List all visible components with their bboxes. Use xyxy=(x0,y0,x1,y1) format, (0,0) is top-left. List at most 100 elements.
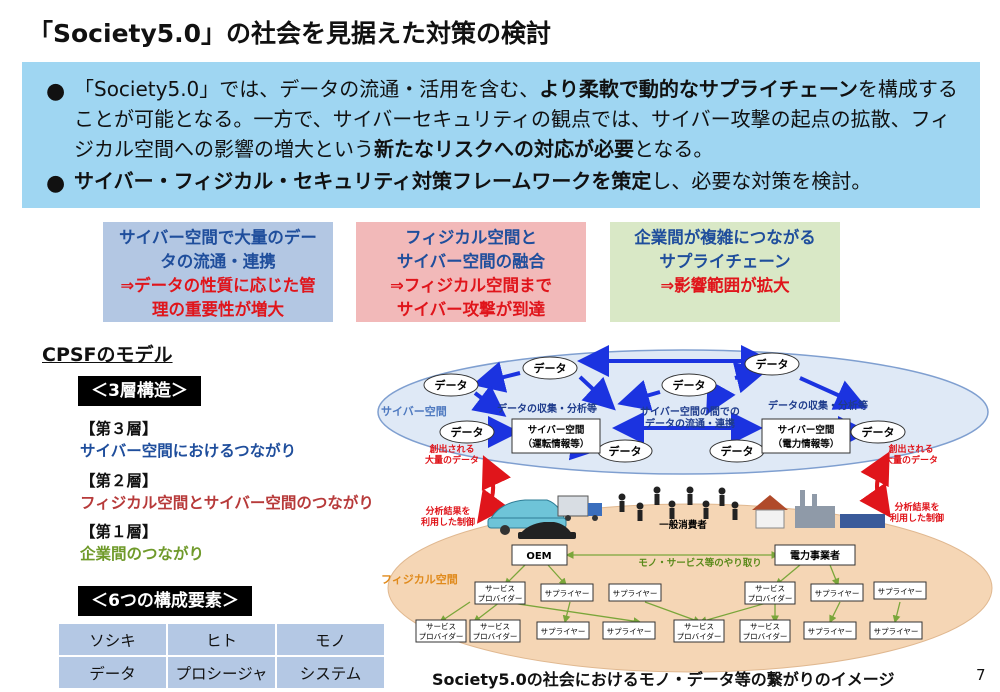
svg-text:データ: データ xyxy=(673,378,706,392)
issue-impact: ⇒データの性質に応じた管 xyxy=(120,276,316,295)
layer-2: 【第２層】 フィジカル空間とサイバー空間のつながり xyxy=(80,470,374,514)
issue-impact: ⇒影響範囲が拡大 xyxy=(660,276,790,295)
supplier-node: サプライヤー xyxy=(602,621,656,640)
element-cell: ソシキ xyxy=(57,622,168,657)
data-flow-arrow xyxy=(471,384,507,417)
data-node: データ xyxy=(522,356,578,380)
data-node: データ xyxy=(661,373,717,397)
created-data-label-left: 創出される xyxy=(428,443,474,455)
supplier-node: サプライヤー xyxy=(810,583,864,602)
svg-text:OEM: OEM xyxy=(526,551,551,562)
data-flow-arrow xyxy=(472,361,521,393)
svg-text:データ: データ xyxy=(862,425,895,439)
feedback-arrow-left xyxy=(476,455,511,524)
goods-exchange-label: モノ・サービス等のやり取り xyxy=(638,557,762,569)
data-nodes: データ データ データ データ データ データ データ データ xyxy=(423,352,906,463)
cyber-space-box-left: サイバー空間 （運転情報等） xyxy=(511,418,601,454)
bullet-icon: ● xyxy=(46,79,66,104)
created-data-label-right: 創出される xyxy=(887,443,933,455)
data-node: データ xyxy=(709,439,765,463)
three-layer-label: ＜3層構造＞ xyxy=(78,376,201,406)
supplier-node: サプライヤー xyxy=(608,583,662,602)
svg-text:データ: データ xyxy=(721,444,754,458)
goods-link xyxy=(472,601,501,623)
data-node: データ xyxy=(850,420,906,444)
elements-table: ソシキ ヒト モノ データ プロシージャ システム xyxy=(57,622,386,690)
supplier-node: サプライヤー xyxy=(540,583,594,602)
six-elements-label: ＜6つの構成要素＞ xyxy=(78,586,252,616)
consumer-icons xyxy=(618,486,739,521)
summary-panel: ● 「Society5.0」では、データの流通・活用を含む、より柔軟で動的なサプ… xyxy=(22,62,980,208)
svg-text:データ: データ xyxy=(534,361,567,375)
summary-emphasis: より柔軟で動的なサプライチェーン xyxy=(539,77,858,101)
element-cell: プロシージャ xyxy=(166,655,277,690)
svg-text:サイバー空間: サイバー空間 xyxy=(778,424,835,436)
control-label-right: 分析結果を xyxy=(894,501,939,513)
data-node: データ xyxy=(744,352,800,376)
summary-emphasis: 新たなリスクへの対応が必要 xyxy=(374,137,634,161)
svg-text:サプライヤー: サプライヤー xyxy=(613,589,658,598)
goods-link xyxy=(438,601,471,623)
goods-link xyxy=(829,601,841,624)
svg-text:プロバイダー: プロバイダー xyxy=(743,631,788,641)
flow-label-2: データの流通・連携 xyxy=(645,417,735,430)
goods-link xyxy=(504,601,642,625)
goods-link xyxy=(829,564,840,587)
oem-box: OEM xyxy=(511,544,568,566)
layer-desc: サイバー空間におけるつながり xyxy=(80,442,297,460)
control-label-right-2: 利用した制御 xyxy=(889,512,944,524)
issue-line: 企業間が複雑につながる xyxy=(634,228,816,247)
svg-text:サービス: サービス xyxy=(480,622,510,631)
summary-text: 「Society5.0」では、データの流通・活用を含む、 xyxy=(74,77,540,101)
svg-text:サービス: サービス xyxy=(684,622,714,631)
issue-line: タの流通・連携 xyxy=(160,252,276,271)
layer-name: 【第３層】 xyxy=(80,420,158,438)
goods-link xyxy=(644,601,702,624)
supplier-node: サプライヤー xyxy=(873,581,927,600)
goods-link xyxy=(562,601,571,624)
svg-text:サプライヤー: サプライヤー xyxy=(541,627,586,636)
svg-text:データ: データ xyxy=(609,444,642,458)
layer-desc: 企業間のつながり xyxy=(80,545,205,563)
cyber-space-box-right: サイバー空間 （電力情報等） xyxy=(761,418,851,454)
svg-text:サプライヤー: サプライヤー xyxy=(607,627,652,636)
svg-text:プロバイダー: プロバイダー xyxy=(419,631,464,641)
sedan-icon xyxy=(518,522,576,539)
element-cell: システム xyxy=(275,655,386,690)
layer-3: 【第３層】 サイバー空間におけるつながり xyxy=(80,418,296,462)
cpsf-model-title: CPSFのモデル xyxy=(42,344,173,366)
data-flow-arrow xyxy=(799,376,868,410)
supplier-node: サプライヤー xyxy=(536,621,590,640)
issue-box-data-flow: サイバー空間で大量のデー タの流通・連携 ⇒データの性質に応じた管 理の重要性が… xyxy=(103,222,333,322)
element-cell: モノ xyxy=(275,622,386,657)
feedback-arrow-right xyxy=(859,451,891,518)
svg-text:サービス: サービス xyxy=(750,622,780,631)
layer-name: 【第１層】 xyxy=(80,523,158,541)
svg-text:サービス: サービス xyxy=(485,584,515,593)
svg-text:プロバイダー: プロバイダー xyxy=(748,593,793,603)
data-node: データ xyxy=(423,373,479,397)
goods-link xyxy=(547,564,567,586)
summary-bullet-1: 「Society5.0」では、データの流通・活用を含む、より柔軟で動的なサプライ… xyxy=(74,74,964,164)
svg-text:サービス: サービス xyxy=(426,622,456,631)
issue-line: フィジカル空間と xyxy=(405,228,537,247)
page-title: 「Society5.0」の社会を見据えた対策の検討 xyxy=(28,19,552,48)
factory-icon xyxy=(795,490,885,528)
svg-text:（運転情報等）: （運転情報等） xyxy=(523,438,590,450)
svg-text:プロバイダー: プロバイダー xyxy=(478,593,523,603)
data-node: データ xyxy=(597,439,653,463)
issue-impact: サイバー攻撃が到達 xyxy=(396,300,546,319)
page-number: 7 xyxy=(976,666,986,684)
svg-text:電力事業者: 電力事業者 xyxy=(790,549,840,562)
goods-link xyxy=(698,601,771,624)
truck-icon xyxy=(557,495,602,521)
summary-bullet-2: サイバー・フィジカル・セキュリティ対策フレームワークを策定し、必要な対策を検討。 xyxy=(74,166,964,196)
svg-text:サプライヤー: サプライヤー xyxy=(545,589,590,598)
svg-text:データ: データ xyxy=(756,357,789,371)
data-node: データ xyxy=(439,420,495,444)
